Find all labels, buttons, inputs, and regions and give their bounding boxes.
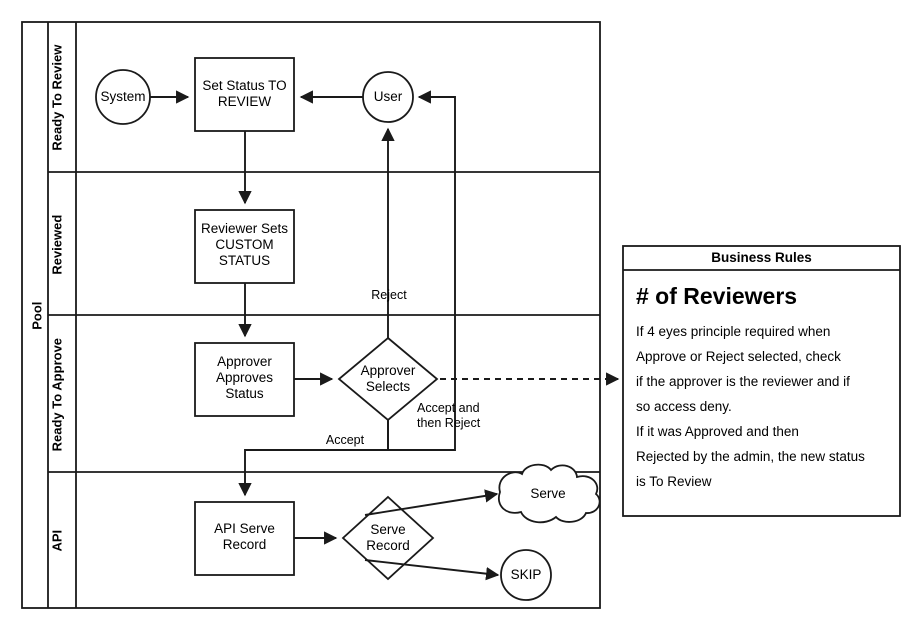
approver-approves-task-label[interactable]: Approver Approves Status (215, 354, 274, 401)
serve-record-gateway-shape (341, 495, 435, 581)
business-rules-line: if the approver is the reviewer and if (636, 373, 850, 389)
serve-cloud-shape (497, 463, 601, 524)
lane-label-ready-to-review: Ready To Review (49, 44, 65, 151)
user-event-label[interactable]: User (373, 89, 403, 104)
serve-record-gateway-label[interactable]: Serve Record (366, 522, 410, 553)
pool-label: Pool (29, 301, 45, 330)
approver-selects-gateway-label[interactable]: Approver Selects (360, 363, 416, 394)
business-rules-body: If 4 eyes principle required when Approv… (636, 320, 894, 495)
set-status-task-label[interactable]: Set Status TO REVIEW (202, 78, 287, 109)
business-rules-line: so access deny. (636, 398, 732, 414)
edge-label-accept-then-reject: Accept and then Reject (417, 401, 481, 430)
business-rules-title: # of Reviewers (636, 283, 798, 309)
business-rules-line: If 4 eyes principle required when (636, 324, 831, 339)
lane-label-api: API (49, 529, 65, 552)
business-rules-line: is To Review (636, 473, 712, 489)
business-rules-line: Approve or Reject selected, check (636, 348, 841, 364)
skip-event-label[interactable]: SKIP (510, 567, 542, 582)
reviewer-sets-task-shape (194, 209, 295, 284)
reviewer-sets-task-label[interactable]: Reviewer Sets CUSTOM STATUS (200, 221, 289, 268)
edge-label-reject: Reject (371, 288, 407, 302)
api-serve-task-label[interactable]: API Serve Record (214, 521, 275, 552)
serve-cloud-label[interactable]: Serve (530, 486, 566, 501)
system-event-label[interactable]: System (100, 89, 146, 104)
edge-accept-to-api-serve (238, 420, 389, 497)
lane-label-reviewed: Reviewed (49, 214, 65, 275)
business-rules-line: Rejected by the admin, the new status (636, 448, 865, 464)
business-rules-line: If it was Approved and then (636, 423, 799, 439)
business-rules-header: Business Rules (711, 250, 812, 265)
edge-label-accept: Accept (325, 433, 365, 447)
api-serve-task-shape (194, 501, 295, 576)
edge-gateway-to-serve-cloud (364, 489, 499, 516)
lane-label-ready-to-approve: Ready To Approve (49, 337, 65, 452)
edge-gateway-to-skip (364, 559, 500, 581)
skip-event-shape (500, 549, 552, 601)
business-rules-panel (622, 245, 901, 517)
